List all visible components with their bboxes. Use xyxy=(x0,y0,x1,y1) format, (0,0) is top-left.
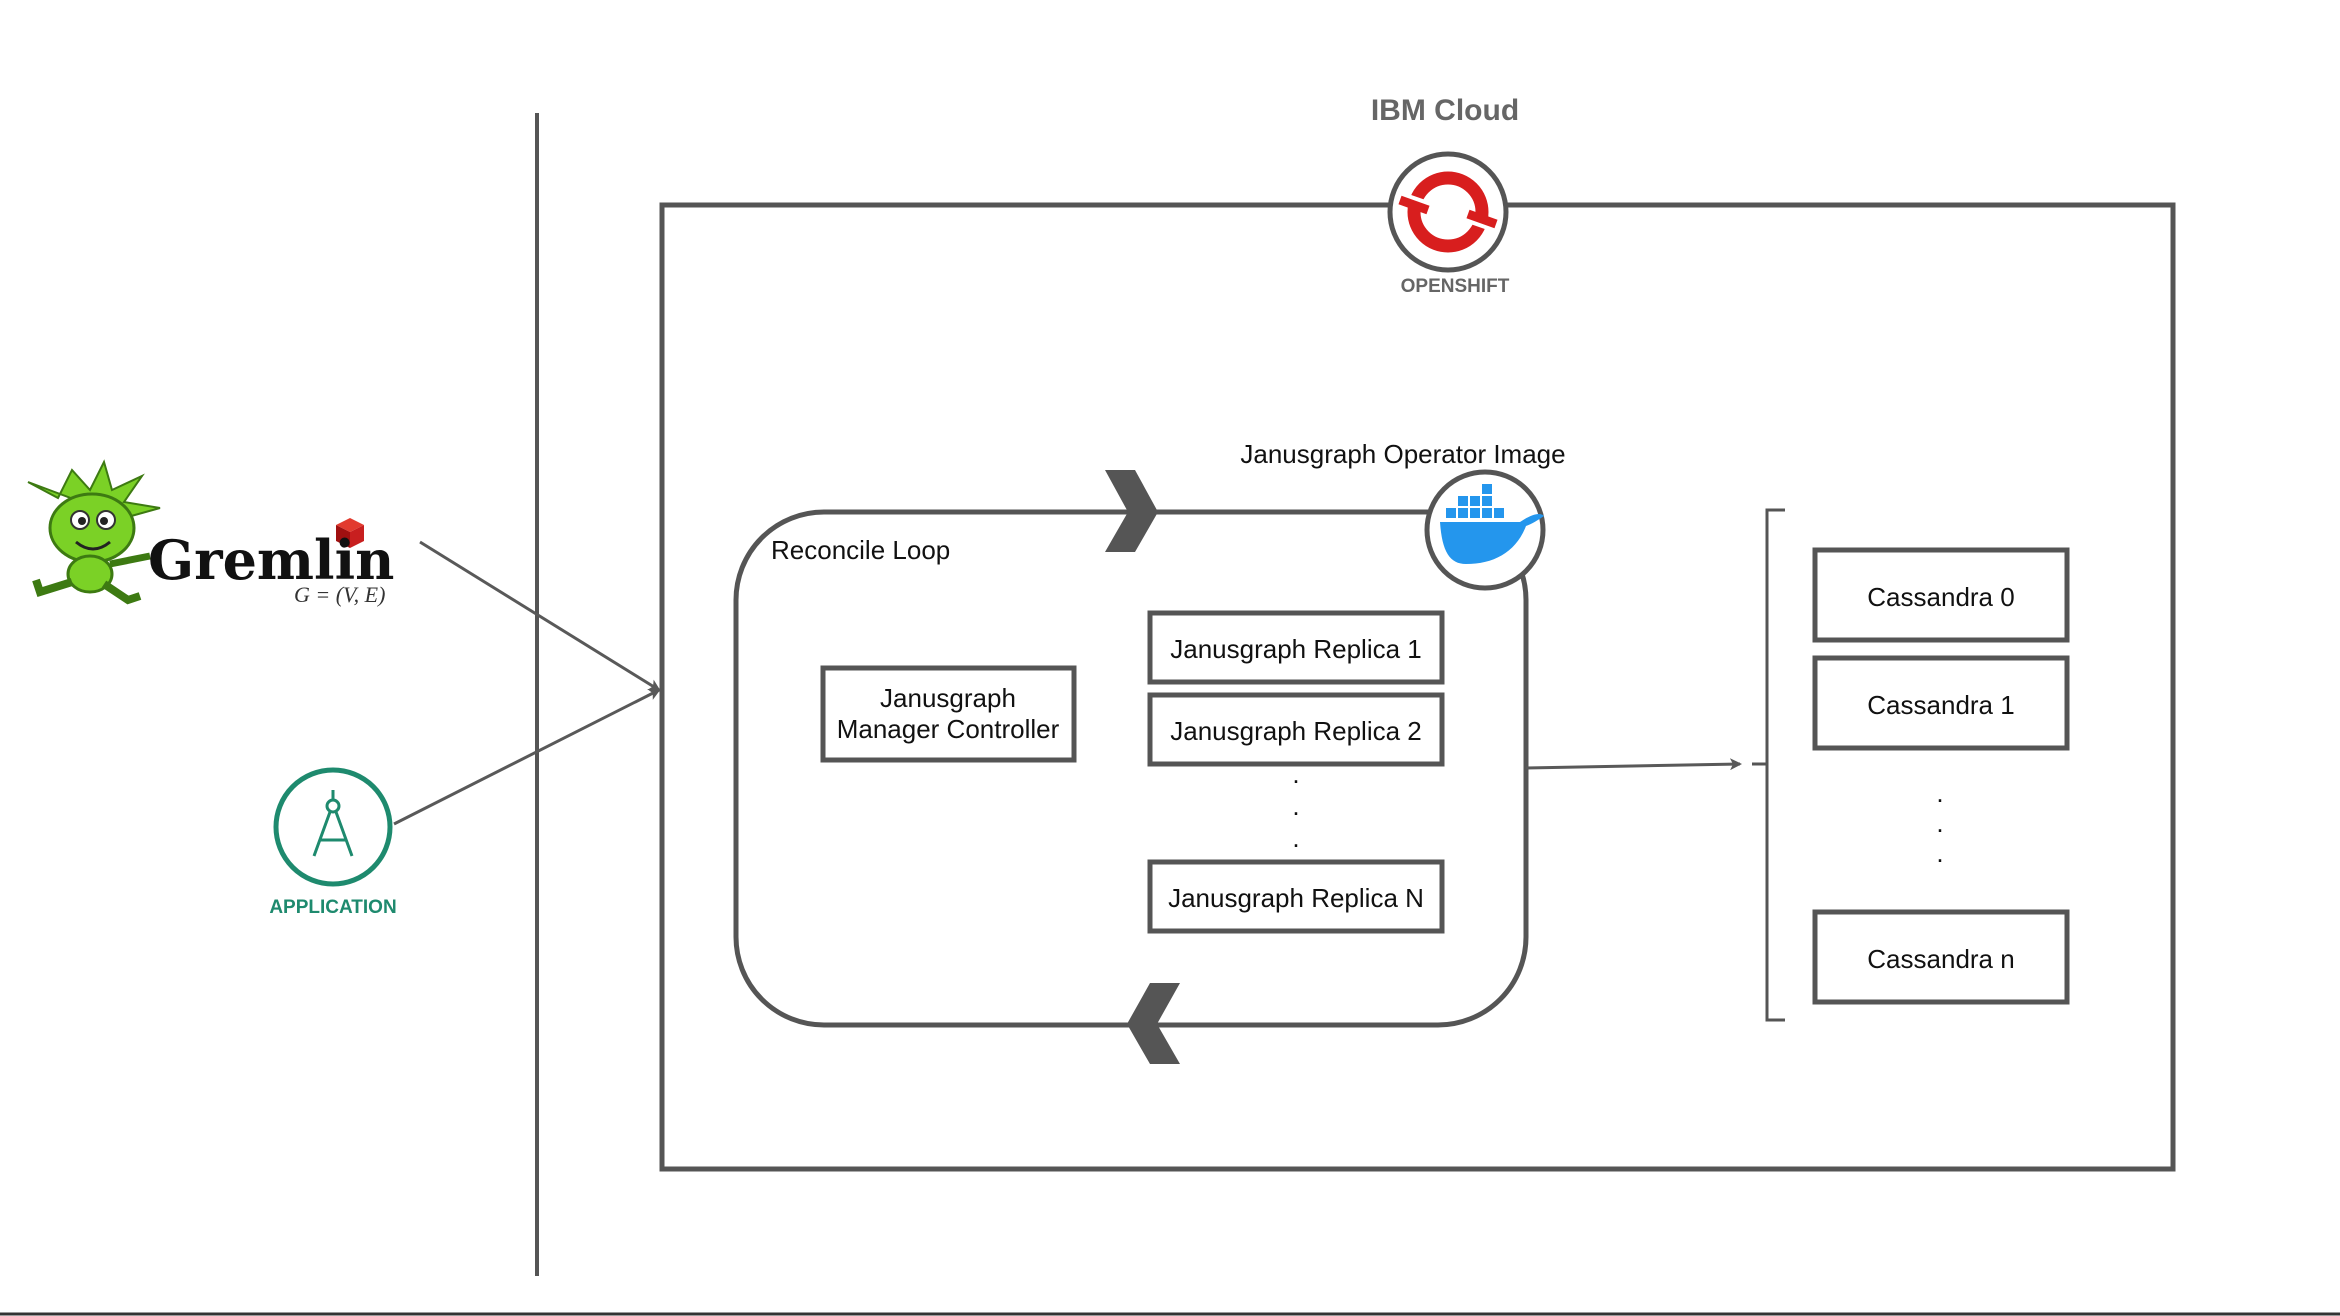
cassandra-box-n: Cassandra n xyxy=(1812,909,2070,1005)
gremlin-logo: Gremlin G = (V, E) xyxy=(27,459,394,607)
operator-image-label: Janusgraph Operator Image xyxy=(1240,439,1565,469)
manager-controller-box: Janusgraph Manager Controller xyxy=(820,665,1077,763)
replica-label-2: Janusgraph Replica 2 xyxy=(1170,716,1422,746)
reconcile-loop-label: Reconcile Loop xyxy=(771,535,950,565)
replica-box-n: Janusgraph Replica N xyxy=(1147,859,1445,934)
manager-line-2: Manager Controller xyxy=(837,714,1060,744)
loop-chevron-left xyxy=(1127,983,1180,1064)
cassandra-label-n: Cassandra n xyxy=(1867,944,2014,974)
replica-ellipsis-dot: . xyxy=(1292,791,1299,821)
application-icon xyxy=(273,767,393,887)
application-to-cloud-arrow xyxy=(393,688,661,826)
cassandra-label-0: Cassandra 0 xyxy=(1867,582,2014,612)
ibm-cloud-title: IBM Cloud xyxy=(1371,94,1519,127)
openshift-icon xyxy=(1387,151,1509,273)
replica-box-2: Janusgraph Replica 2 xyxy=(1147,692,1445,767)
replica-label-n: Janusgraph Replica N xyxy=(1168,883,1424,913)
cassandra-bracket xyxy=(1752,508,1785,1022)
manager-line-1: Janusgraph xyxy=(880,683,1016,713)
gremlin-wordmark: Gremlin xyxy=(148,528,394,592)
openshift-label: OPENSHIFT xyxy=(1401,276,1510,297)
replica-box-1: Janusgraph Replica 1 xyxy=(1147,610,1445,685)
application-label: APPLICATION xyxy=(269,897,396,918)
replica-ellipsis-dot: . xyxy=(1292,759,1299,789)
docker-icon xyxy=(1424,469,1546,591)
gremlin-to-cloud-arrow xyxy=(419,540,661,692)
cassandra-ellipsis-dot: . xyxy=(1936,778,1943,808)
operator-to-cassandra-arrow xyxy=(1525,758,1742,771)
cassandra-ellipsis-dot: . xyxy=(1936,838,1943,868)
cassandra-ellipsis-dot: . xyxy=(1936,808,1943,838)
gremlin-formula: G = (V, E) xyxy=(294,582,385,607)
gremlin-mascot-icon xyxy=(27,459,161,605)
replica-ellipsis-dot: . xyxy=(1292,823,1299,853)
loop-chevron-right xyxy=(1105,470,1158,552)
cassandra-box-0: Cassandra 0 xyxy=(1812,547,2070,643)
gremlin-cube-icon xyxy=(336,518,364,548)
replica-label-1: Janusgraph Replica 1 xyxy=(1170,634,1422,664)
cassandra-box-1: Cassandra 1 xyxy=(1812,655,2070,751)
cassandra-label-1: Cassandra 1 xyxy=(1867,690,2014,720)
reconcile-loop-container xyxy=(733,509,1529,1028)
